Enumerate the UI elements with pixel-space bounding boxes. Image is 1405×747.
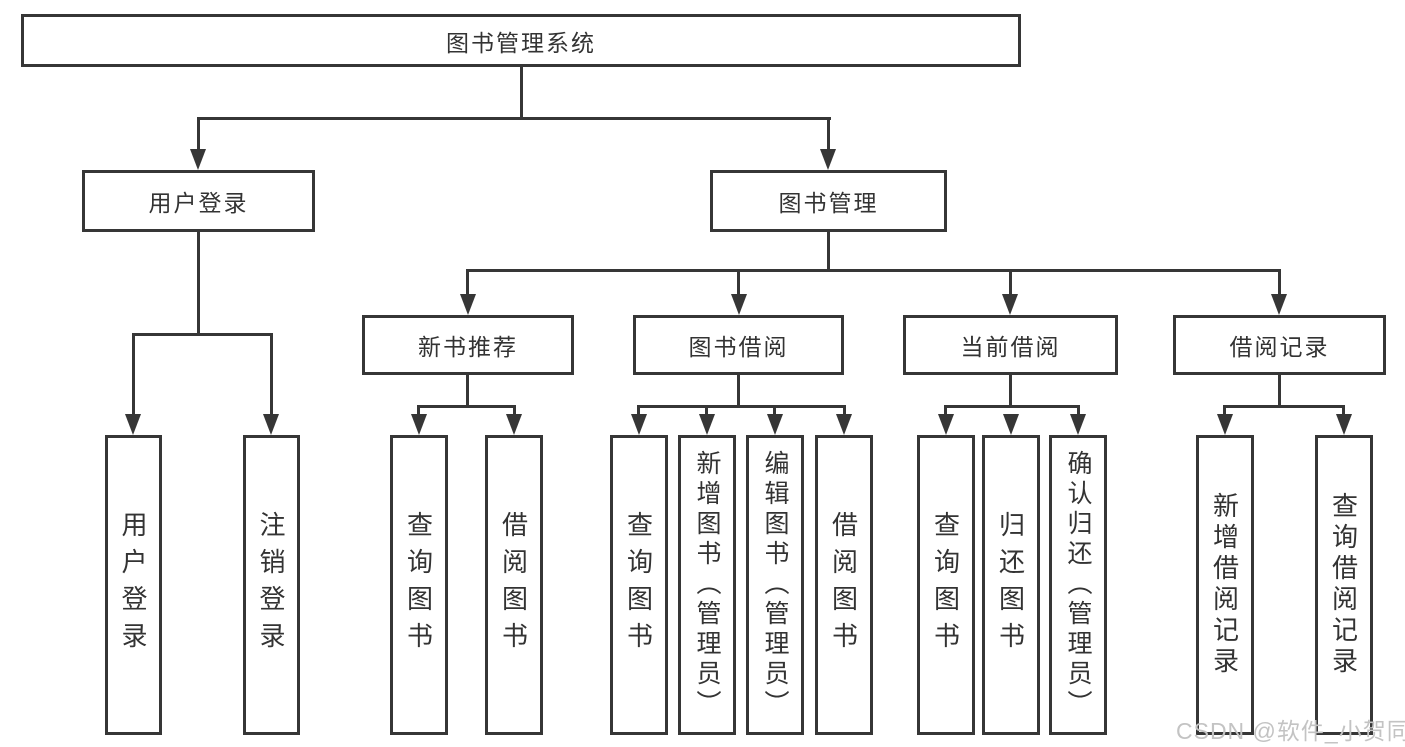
leaf-logout: 注销登录 [243,435,300,735]
arrow-down-icon [1002,294,1018,315]
connector-line [827,232,830,272]
arrow-down-icon [820,149,836,170]
connector-line [197,117,200,154]
connector-line [705,405,708,418]
leaf-query-borrow-record: 查询借阅记录 [1315,435,1373,735]
node-user-login: 用户登录 [82,170,315,232]
leaf-edit-book-admin: 编辑图书（管理员） [746,435,804,735]
connector-line [1223,405,1226,418]
connector-line [466,269,469,299]
connector-line [843,405,846,418]
connector-line [1342,405,1345,418]
node-book-borrow: 图书借阅 [633,315,844,375]
arrow-down-icon [1336,414,1352,435]
arrow-down-icon [460,294,476,315]
leaf-add-borrow-record: 新增借阅记录 [1196,435,1254,735]
arrow-down-icon [1271,294,1287,315]
connector-line [197,232,200,336]
connector-line [737,269,740,299]
leaf-user-login: 用户登录 [105,435,162,735]
connector-line [197,117,831,120]
connector-line [520,67,523,120]
connector-line [637,405,846,408]
arrow-down-icon [263,414,279,435]
connector-line [270,333,273,418]
arrow-down-icon [1003,414,1019,435]
leaf-recommend-borrow-book: 借阅图书 [485,435,543,735]
connector-line [827,117,830,154]
connector-line [1278,269,1281,299]
arrow-down-icon [938,414,954,435]
connector-line [637,405,640,418]
leaf-add-book-admin: 新增图书（管理员） [678,435,736,735]
connector-line [513,405,516,418]
connector-line [1077,405,1080,418]
arrow-down-icon [836,414,852,435]
leaf-borrow-book: 借阅图书 [815,435,873,735]
arrow-down-icon [731,294,747,315]
arrow-down-icon [506,414,522,435]
arrow-down-icon [767,414,783,435]
node-new-book-recommend: 新书推荐 [362,315,574,375]
leaf-current-query-book: 查询图书 [917,435,975,735]
arrow-down-icon [1070,414,1086,435]
connector-line [466,269,1281,272]
connector-line [466,375,469,408]
watermark: CSDN @软件_小贺同学 [1176,718,1405,744]
connector-line [132,333,135,418]
leaf-return-book: 归还图书 [982,435,1040,735]
leaf-confirm-return-admin: 确认归还（管理员） [1049,435,1107,735]
arrow-down-icon [631,414,647,435]
leaf-borrow-query-book: 查询图书 [610,435,668,735]
arrow-down-icon [699,414,715,435]
node-book-management: 图书管理 [710,170,947,232]
connector-line [773,405,776,418]
leaf-recommend-query-book: 查询图书 [390,435,448,735]
node-borrow-records: 借阅记录 [1173,315,1386,375]
arrow-down-icon [1217,414,1233,435]
connector-line [417,405,516,408]
connector-line [737,375,740,408]
connector-line [944,405,947,418]
connector-line [944,405,1080,408]
connector-line [1223,405,1345,408]
connector-line [417,405,420,418]
node-current-borrow: 当前借阅 [903,315,1118,375]
arrow-down-icon [125,414,141,435]
connector-line [132,333,273,336]
arrow-down-icon [190,149,206,170]
connector-line [1009,269,1012,299]
connector-line [1009,375,1012,408]
node-library-system: 图书管理系统 [21,14,1021,67]
arrow-down-icon [411,414,427,435]
connector-line [1278,375,1281,408]
